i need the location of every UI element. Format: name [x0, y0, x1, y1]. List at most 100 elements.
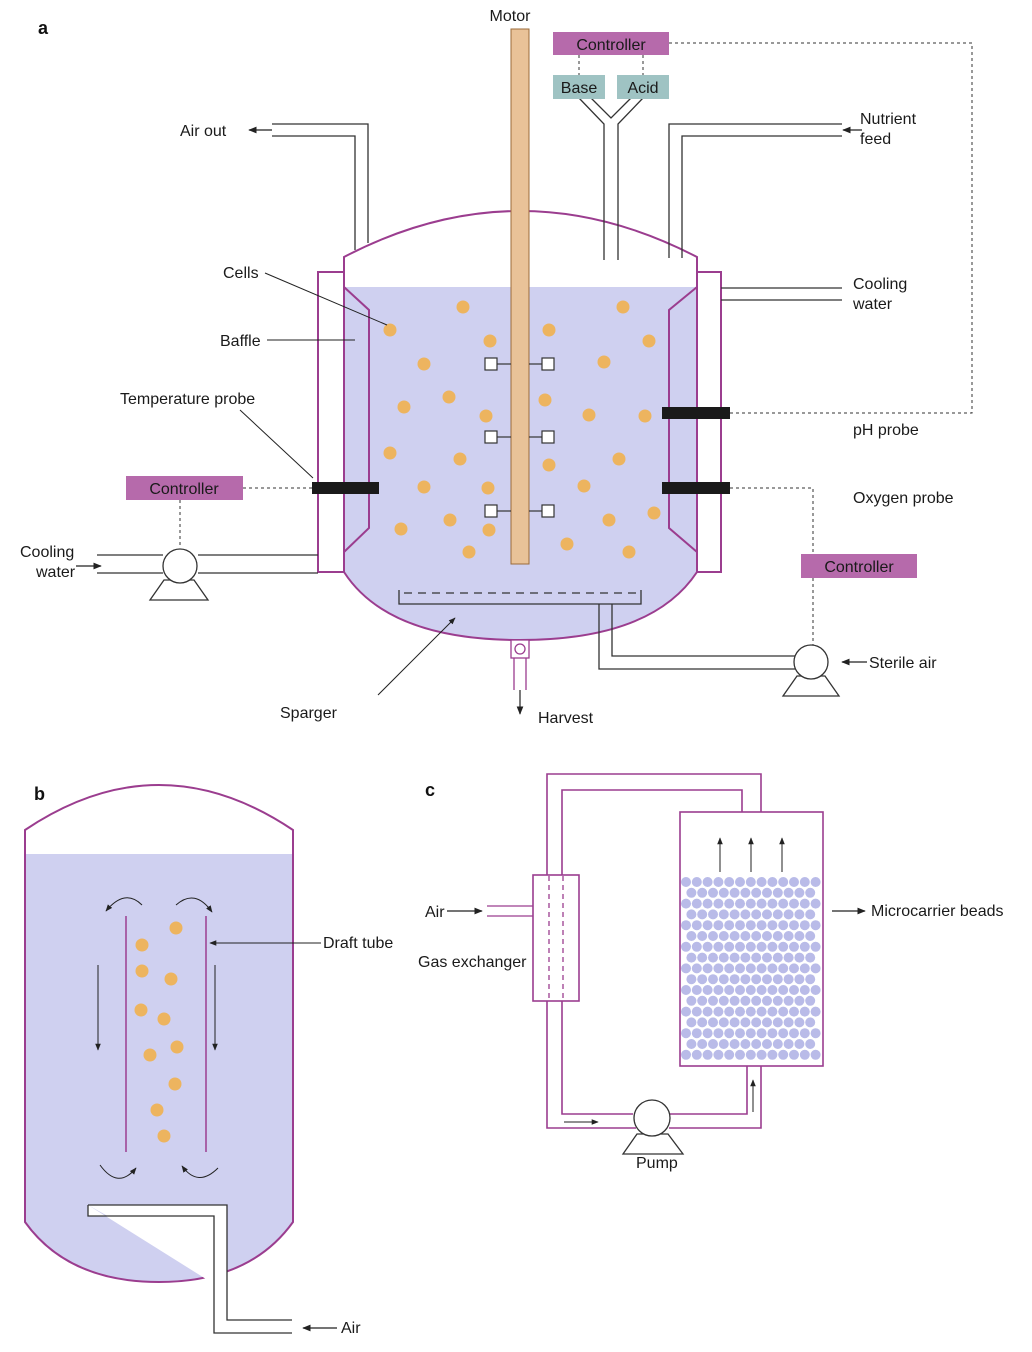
cells-label: Cells — [223, 265, 259, 282]
air-out-pipe — [272, 123, 369, 250]
panel-c: c Air Gas exchanger Microcarrier beads P… — [418, 773, 1003, 1172]
microcarrier-bead — [810, 898, 821, 909]
microcarrier-bead — [681, 920, 691, 931]
microcarrier-bead — [767, 898, 778, 909]
microcarrier-bead — [697, 1017, 708, 1028]
microcarrier-bead — [708, 1039, 718, 1049]
microcarrier-bead — [810, 877, 821, 887]
microcarrier-bead — [708, 931, 718, 941]
microcarrier-bead — [789, 877, 799, 887]
microcarrier-bead — [778, 920, 789, 931]
microcarrier-bead — [740, 995, 751, 1006]
air-out-label: Air out — [180, 123, 227, 140]
microcarrier-bead — [756, 877, 767, 887]
microcarrier-bead — [718, 1039, 729, 1049]
microcarrier-bead — [789, 920, 799, 931]
panel-c-label: c — [425, 780, 435, 800]
microcarrier-bead — [805, 1039, 816, 1049]
microcarrier-bead — [729, 931, 740, 941]
microcarrier-bead — [718, 931, 729, 941]
microcarrier-bead — [713, 877, 724, 887]
ph-probe-label: pH probe — [853, 422, 919, 439]
microcarrier-bead — [756, 941, 767, 952]
microcarrier-bead — [772, 995, 783, 1006]
microcarrier-bead — [729, 887, 740, 898]
microcarrier-bead — [702, 1049, 713, 1060]
microcarrier-bead — [724, 898, 735, 909]
baffle-label: Baffle — [220, 333, 261, 350]
microcarrier-bead — [789, 1049, 799, 1060]
microcarrier-bead — [799, 898, 810, 909]
microcarrier-bead — [805, 887, 816, 898]
microcarrier-bead — [767, 963, 778, 974]
microcarrier-bead — [799, 1028, 810, 1039]
microcarrier-bead — [810, 941, 821, 952]
microcarrier-bead — [735, 920, 745, 931]
microcarrier-bead — [751, 909, 762, 920]
microcarrier-bead — [805, 974, 816, 985]
nutrient-feed-label-1: Nutrient — [860, 111, 917, 128]
microcarrier-bead — [702, 985, 713, 995]
microcarrier-bead — [729, 952, 740, 963]
microcarrier-bead — [762, 974, 772, 985]
microcarrier-bead — [713, 1006, 724, 1017]
impeller — [484, 357, 555, 518]
microcarrier-bead — [810, 963, 821, 974]
microcarrier-bead — [691, 877, 702, 887]
microcarrier-bead — [740, 1039, 751, 1049]
perfusion-loop-outer — [546, 773, 762, 1129]
panel-a: a Air out Nutrient feed Base Acid Contro… — [20, 8, 973, 727]
microcarrier-bead — [799, 1006, 810, 1017]
microcarrier-bead — [686, 931, 697, 941]
microcarrier-bead — [745, 920, 756, 931]
microcarrier-bead — [697, 952, 708, 963]
microcarrier-bead — [767, 877, 778, 887]
acid-box — [617, 75, 669, 99]
sparger-label: Sparger — [280, 705, 338, 722]
microcarrier-bead — [756, 1028, 767, 1039]
microcarrier-bead — [735, 963, 745, 974]
microcarrier-bead — [686, 1017, 697, 1028]
microcarrier-bead — [724, 1049, 735, 1060]
microcarrier-bead — [756, 920, 767, 931]
panel-b-label: b — [34, 784, 45, 804]
microcarrier-bead — [778, 963, 789, 974]
microcarrier-bead — [794, 952, 805, 963]
microcarrier-bead — [718, 974, 729, 985]
microcarrier-bead — [762, 887, 772, 898]
cooling-water-right-label-2: water — [852, 296, 893, 313]
microcarrier-bead — [783, 1039, 794, 1049]
microcarrier-bead — [762, 909, 772, 920]
microcarrier-bead — [735, 898, 745, 909]
microcarrier-bead — [756, 963, 767, 974]
microcarrier-bead — [681, 1006, 691, 1017]
microcarrier-bead — [810, 920, 821, 931]
microcarrier-bead — [767, 941, 778, 952]
microcarrier-bead — [778, 985, 789, 995]
microcarrier-bead — [713, 963, 724, 974]
microcarrier-bead — [745, 985, 756, 995]
cooling-water-left-label-1: Cooling — [20, 544, 74, 561]
microcarrier-bead — [724, 877, 735, 887]
pump-c-base — [621, 1133, 685, 1155]
microcarrier-bead — [789, 1028, 799, 1039]
microcarrier-bead — [799, 1049, 810, 1060]
base-label: Base — [561, 80, 598, 97]
microcarrier-bead — [702, 941, 713, 952]
microcarrier-bead — [789, 898, 799, 909]
microcarrier-bead — [756, 898, 767, 909]
microcarrier-bead — [702, 877, 713, 887]
microcarrier-bead — [681, 1028, 691, 1039]
microcarrier-bead — [729, 1039, 740, 1049]
microcarrier-bead — [686, 1039, 697, 1049]
microcarrier-bead — [767, 1049, 778, 1060]
vessel-wall — [343, 210, 698, 642]
airlift-liquid — [25, 854, 293, 1282]
microcarrier-bead — [751, 952, 762, 963]
microcarrier-bead — [718, 909, 729, 920]
microcarrier-bead — [794, 909, 805, 920]
microcarrier-bead — [708, 1017, 718, 1028]
microcarrier-bead — [740, 1017, 751, 1028]
microcarrier-bead — [794, 1039, 805, 1049]
